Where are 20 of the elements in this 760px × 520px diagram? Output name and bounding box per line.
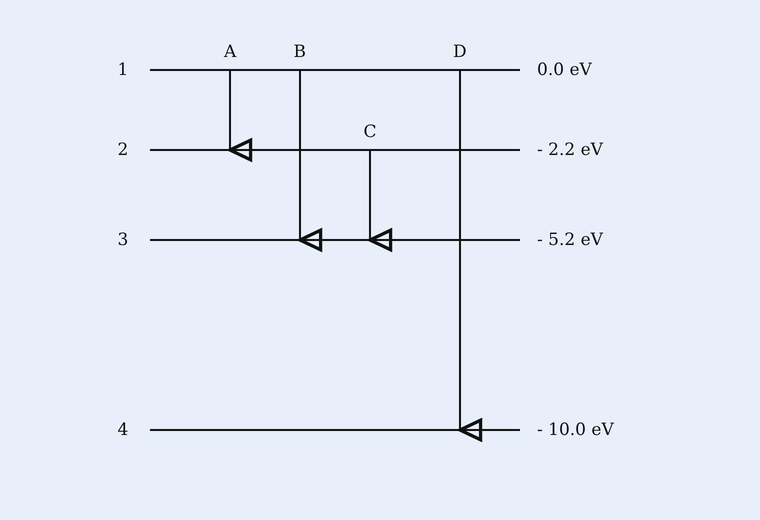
energy-value: 0.0 eV xyxy=(537,60,592,80)
edge-label: B xyxy=(294,42,306,62)
energy-value: - 2.2 eV xyxy=(537,140,603,160)
energy-level-line xyxy=(150,149,520,151)
energy-value: - 5.2 eV xyxy=(537,230,603,250)
transition-arrow xyxy=(228,70,252,162)
energy-value: - 10.0 eV xyxy=(537,420,614,440)
level-number: 1 xyxy=(118,60,128,80)
transition-arrow xyxy=(298,70,322,252)
edge-label: A xyxy=(224,42,236,62)
edge-label: D xyxy=(453,42,467,62)
transition-arrow xyxy=(368,150,392,252)
energy-level-line xyxy=(150,69,520,71)
energy-level-line xyxy=(150,429,520,431)
transition-arrow xyxy=(458,70,482,442)
level-number: 3 xyxy=(118,230,128,250)
level-number: 2 xyxy=(118,140,128,160)
level-number: 4 xyxy=(118,420,128,440)
edge-label: C xyxy=(364,122,377,142)
energy-level-line xyxy=(150,239,520,241)
